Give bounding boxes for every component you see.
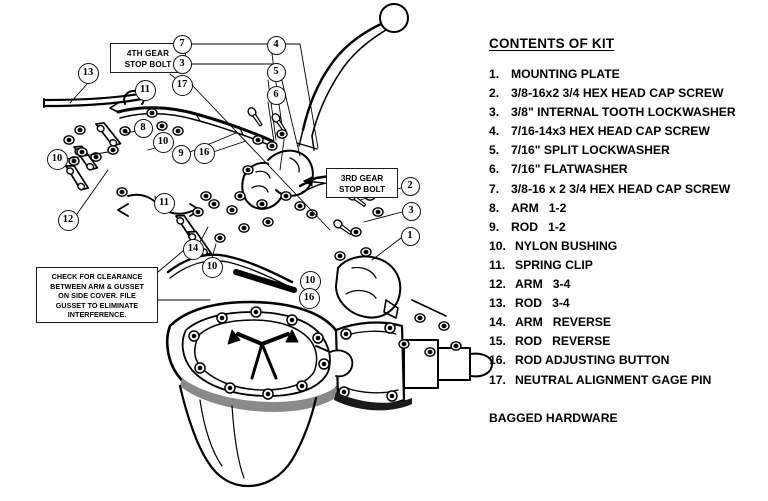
kit-item-name: 3/8-16x2 3/4 HEX HEAD CAP SCREW bbox=[511, 86, 724, 101]
kit-item-number: 11. bbox=[489, 257, 506, 272]
note-clearance-line1: CHECK FOR CLEARANCE bbox=[51, 272, 143, 281]
note-clearance-warning: CHECK FOR CLEARANCE BETWEEN ARM & GUSSET… bbox=[36, 267, 158, 323]
callout-bubble-11: 11 bbox=[134, 79, 156, 101]
kit-item-row: 15. ROD REVERSE bbox=[489, 332, 761, 351]
kit-item-row: 2. 3/8-16x2 3/4 HEX HEAD CAP SCREW bbox=[489, 84, 761, 103]
kit-item-quantity: REVERSE bbox=[552, 334, 611, 349]
kit-item-number: 5. bbox=[489, 143, 500, 158]
kit-item-number: 12. bbox=[489, 277, 506, 292]
kit-item-row: 6. 7/16" FLATWASHER bbox=[489, 160, 761, 179]
callout-bubble-1: 1 bbox=[400, 226, 420, 246]
kit-item-number: 13. bbox=[489, 296, 506, 311]
kit-item-number: 17. bbox=[489, 372, 506, 387]
kit-item-number: 4. bbox=[489, 124, 500, 139]
kit-item-row: 14. ARM REVERSE bbox=[489, 313, 761, 332]
kit-item-row: 7. 3/8-16 x 2 3/4 HEX HEAD CAP SCREW bbox=[489, 180, 761, 199]
kit-item-row: 10. NYLON BUSHING bbox=[489, 237, 761, 256]
note-clearance-line4: GUSSET TO ELIMINATE bbox=[55, 300, 139, 310]
callout-bubble-8: 8 bbox=[133, 118, 153, 138]
note-4th-gear-line1: 4TH GEAR bbox=[126, 49, 170, 58]
callout-bubble-2: 2 bbox=[400, 176, 420, 196]
kit-item-name: 7/16-14x3 HEX HEAD CAP SCREW bbox=[511, 124, 710, 139]
kit-contents-panel: CONTENTS OF KIT 1. MOUNTING PLATE 2. 3/8-16… bbox=[489, 36, 761, 425]
kit-bagged-hardware-label: BAGGED HARDWARE bbox=[489, 410, 618, 425]
kit-item-number: 6. bbox=[489, 162, 500, 177]
kit-item-row: 3. 3/8" INTERNAL TOOTH LOCKWASHER bbox=[489, 103, 761, 122]
kit-item-name: ROD bbox=[515, 296, 543, 311]
callout-bubble-3: 3 bbox=[401, 201, 421, 221]
note-3rd-gear-line1: 3RD GEAR bbox=[340, 174, 384, 183]
kit-item-row: 17. NEUTRAL ALIGNMENT GAGE PIN bbox=[489, 371, 761, 390]
kit-item-number: 3. bbox=[489, 105, 500, 120]
kit-item-number: 15. bbox=[489, 334, 506, 349]
kit-item-name: ROD bbox=[511, 219, 539, 234]
callout-bubble-13: 13 bbox=[77, 62, 99, 84]
callout-bubble-4: 4 bbox=[266, 35, 286, 55]
callout-bubble-7: 7 bbox=[172, 34, 192, 54]
kit-item-name: 3/8-16 x 2 3/4 HEX HEAD CAP SCREW bbox=[511, 181, 731, 196]
kit-item-number: 14. bbox=[489, 315, 506, 330]
callout-bubble-9: 9 bbox=[171, 144, 191, 164]
kit-item-name: NEUTRAL ALIGNMENT GAGE PIN bbox=[515, 372, 712, 387]
kit-item-row: 16. ROD ADJUSTING BUTTON bbox=[489, 351, 761, 370]
kit-contents-list: 1. MOUNTING PLATE 2. 3/8-16x2 3/4 HEX HEAD … bbox=[489, 65, 761, 390]
callout-bubble-10: 10 bbox=[201, 256, 223, 278]
callout-bubble-11: 11 bbox=[153, 192, 175, 214]
kit-item-row: 8. ARM 1-2 bbox=[489, 199, 761, 218]
callout-bubble-5: 5 bbox=[266, 62, 286, 82]
kit-item-number: 9. bbox=[489, 219, 500, 234]
kit-item-number: 2. bbox=[489, 86, 500, 101]
kit-item-quantity: 3-4 bbox=[552, 277, 571, 292]
callout-bubble-16: 16 bbox=[298, 287, 320, 309]
kit-item-name: 7/16" SPLIT LOCKWASHER bbox=[511, 143, 670, 158]
kit-item-name: ARM bbox=[511, 200, 539, 215]
callout-bubble-12: 12 bbox=[57, 209, 79, 231]
callout-bubble-3: 3 bbox=[172, 54, 192, 74]
kit-item-quantity: REVERSE bbox=[552, 315, 612, 330]
note-clearance-line5: INTERFERENCE. bbox=[67, 310, 127, 320]
callout-bubble-10: 10 bbox=[152, 131, 174, 153]
callout-bubble-17: 17 bbox=[171, 74, 193, 96]
kit-item-row: 5. 7/16" SPLIT LOCKWASHER bbox=[489, 141, 761, 160]
kit-item-row: 11. SPRING CLIP bbox=[489, 256, 761, 275]
kit-contents-title: CONTENTS OF KIT bbox=[489, 36, 615, 51]
kit-item-number: 8. bbox=[489, 200, 500, 215]
kit-item-name: ROD ADJUSTING BUTTON bbox=[515, 353, 670, 368]
kit-item-name: NYLON BUSHING bbox=[515, 238, 618, 253]
kit-item-name: ARM bbox=[515, 315, 543, 330]
note-3rd-gear-stop-bolt: 3RD GEAR STOP BOLT bbox=[326, 168, 398, 198]
kit-item-row: 9. ROD 1-2 bbox=[489, 218, 761, 237]
kit-item-quantity: 1-2 bbox=[548, 200, 567, 215]
kit-item-row: 13. ROD 3-4 bbox=[489, 294, 761, 313]
callout-bubble-14: 14 bbox=[182, 238, 204, 260]
callout-bubble-6: 6 bbox=[266, 85, 286, 105]
note-clearance-line3: ON SIDE COVER. FILE bbox=[58, 291, 136, 301]
kit-item-name: 3/8" INTERNAL TOOTH LOCKWASHER bbox=[511, 105, 736, 120]
note-clearance-line2: BETWEEN ARM & GUSSET bbox=[50, 281, 144, 291]
kit-item-name: SPRING CLIP bbox=[515, 257, 593, 272]
kit-item-row: 1. MOUNTING PLATE bbox=[489, 65, 761, 84]
kit-item-quantity: 1-2 bbox=[548, 219, 566, 234]
kit-item-row: 12. ARM 3-4 bbox=[489, 275, 761, 294]
kit-item-name: 7/16" FLATWASHER bbox=[511, 162, 628, 177]
kit-item-row: 4. 7/16-14x3 HEX HEAD CAP SCREW bbox=[489, 122, 761, 141]
kit-item-name: ARM bbox=[515, 277, 543, 292]
kit-item-number: 7. bbox=[489, 181, 500, 196]
kit-item-number: 16. bbox=[489, 353, 506, 368]
kit-item-number: 10. bbox=[489, 238, 506, 253]
kit-item-quantity: 3-4 bbox=[552, 296, 570, 311]
callout-bubble-16: 16 bbox=[193, 142, 215, 164]
callout-bubble-10: 10 bbox=[46, 148, 68, 170]
kit-item-name: ROD bbox=[515, 334, 543, 349]
note-3rd-gear-line2: STOP BOLT bbox=[339, 185, 385, 194]
note-4th-gear-line2: STOP BOLT bbox=[124, 60, 172, 69]
kit-item-name: MOUNTING PLATE bbox=[511, 67, 620, 81]
kit-item-number: 1. bbox=[489, 67, 500, 81]
